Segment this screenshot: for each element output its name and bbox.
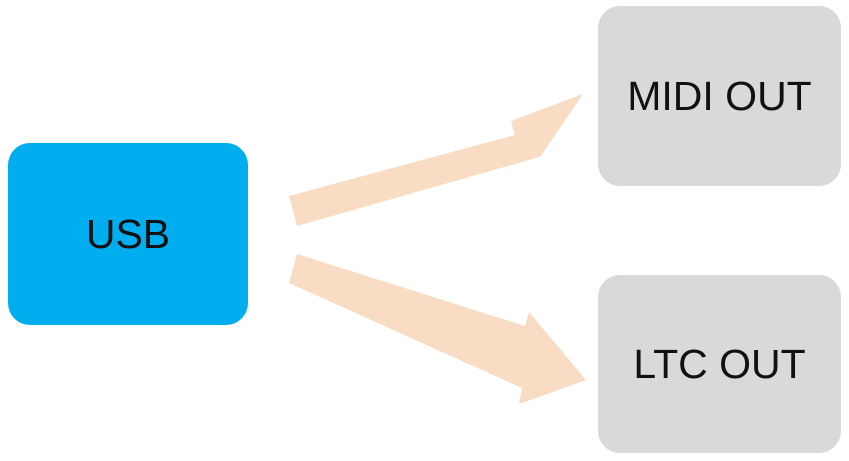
- usb-node: USB: [8, 143, 248, 325]
- ltc-out-label: LTC OUT: [633, 340, 806, 387]
- midi-out-label: MIDI OUT: [627, 72, 812, 119]
- ltc-out-node: LTC OUT: [598, 275, 841, 453]
- arrow-usb-to-ltc: [289, 254, 586, 404]
- midi-out-node: MIDI OUT: [598, 6, 841, 186]
- arrow-usb-to-midi: [289, 94, 583, 226]
- usb-label: USB: [85, 210, 171, 257]
